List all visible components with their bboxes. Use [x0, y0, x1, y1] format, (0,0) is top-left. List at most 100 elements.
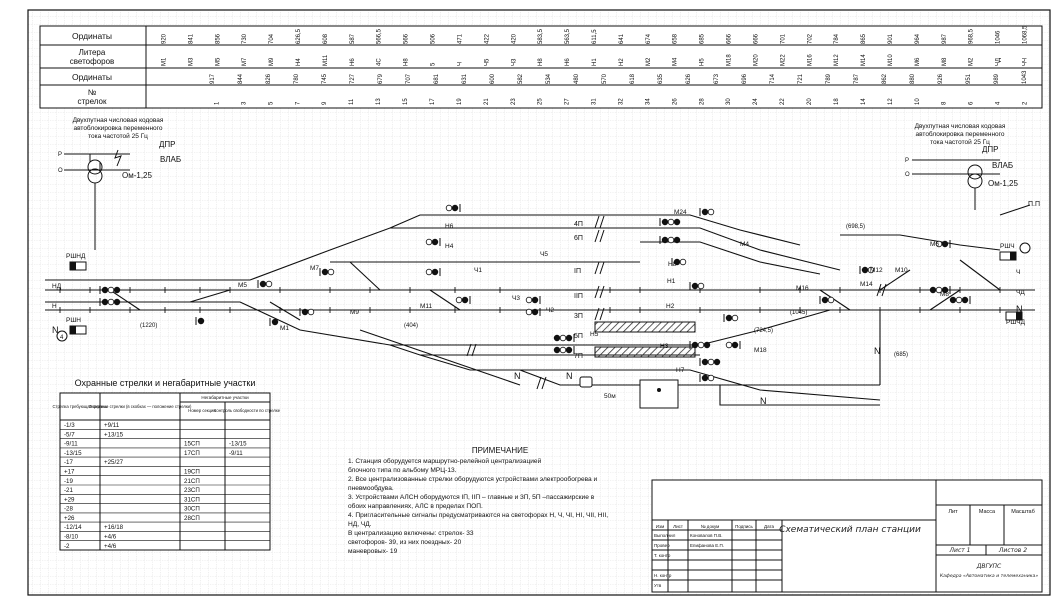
notes-title: ПРИМЕЧАНИЕ [472, 446, 528, 455]
hdr-sw-num-12: 25 [538, 98, 544, 105]
signal-label-23: М18 [754, 347, 767, 354]
signal-label-12: Н1 [667, 278, 676, 285]
hdr-sw-num-8: 17 [430, 98, 436, 105]
tb-role-1: Выполнил [654, 533, 676, 538]
tb-stage: Лит [948, 509, 958, 515]
hdr-sw-num-26: 10 [915, 98, 921, 105]
tb-org-2: Кафедра «Автоматика и телемеханика» [940, 573, 1038, 579]
switch-cell-6-0: -19 [64, 478, 74, 485]
switch-table-h3b: Номер секции [188, 408, 216, 413]
break-mark-2 [594, 261, 605, 275]
hdr-sw-ord-1: 844 [238, 73, 244, 84]
signal-28 [699, 208, 715, 216]
hdr-sw-ord-27: 951 [966, 73, 972, 84]
exhaust-n-3: N [566, 371, 573, 381]
signal-19 [689, 341, 711, 349]
tb-org-1: ДВГУПС [976, 563, 1002, 570]
signal-label-17: Ч1 [474, 267, 482, 274]
signal-label-0: НД [52, 283, 62, 290]
hdr-sw-ord-4: 745 [322, 73, 328, 84]
hdr-sig-letter-12: Ч5 [484, 58, 490, 66]
hdr-sig-ord-22: 666 [754, 33, 760, 44]
hdr-sig-letter-13: Ч3 [511, 58, 517, 66]
hdr-sig-letter-7: H6 [350, 58, 356, 66]
switch-cell-5-0: +17 [64, 469, 75, 476]
track-name-6p: 6П [574, 235, 583, 242]
hdr-sig-letter-24: M16 [807, 54, 813, 66]
hdr-sig-ord-20: 685 [700, 33, 706, 44]
power-right-dpr: ДПР [982, 145, 999, 154]
hdr-sw-num-20: 24 [753, 98, 759, 105]
signal-label-19: Ч2 [546, 307, 554, 314]
hdr-sig-ord-1: 841 [188, 33, 194, 44]
switch-cell-1-1: +13/15 [104, 431, 124, 438]
signal-23 [929, 286, 951, 294]
hdr-sw-num-22: 20 [807, 98, 813, 105]
signal-label-6: М11 [420, 303, 433, 310]
hdr-sig-letter-25: M12 [834, 54, 840, 66]
hdr-sig-letter-18: M2 [646, 57, 652, 66]
power-right-o: О [905, 172, 910, 178]
signal-21 [699, 374, 715, 382]
hdr-sw-ord-14: 570 [602, 73, 608, 84]
switch-cell-9-0: -28 [64, 506, 74, 513]
coord-2: (404) [404, 323, 418, 329]
hdr-sw-ord-16: 635 [658, 73, 664, 84]
hdr-sig-ord-18: 674 [646, 33, 652, 44]
signal-label-8: Н6 [445, 223, 454, 230]
end-rshn: РШН [66, 317, 81, 324]
hdr-sw-ord-19: 696 [742, 73, 748, 84]
track-name-7p: 7П [574, 353, 583, 360]
hdr-sw-ord-10: 600 [490, 73, 496, 84]
hdr-sw-num-30: 2 [1023, 101, 1029, 105]
signal-label-29: М4 [740, 241, 749, 248]
hdr-sig-ord-25: 784 [834, 33, 840, 44]
hdr-sw-num-13: 27 [565, 98, 571, 105]
hdr-sig-letter-2: M5 [215, 57, 221, 66]
note-line-10: маневровых- 19 [348, 548, 398, 555]
hdr-row-switches-2: стрелок [77, 97, 107, 106]
tb-lbl-date: Дата [764, 524, 774, 529]
break-mark-4 [594, 307, 605, 321]
signal-8 [425, 268, 441, 276]
hdr-sig-ord-0: 920 [162, 33, 168, 44]
hdr-sw-num-2: 5 [268, 101, 274, 105]
signal-label-5: М9 [350, 309, 359, 316]
switch-table-h3c: Контроль свободности по стрелке [214, 408, 281, 413]
tb-lbl-doc: № докум [701, 524, 720, 529]
break-mark-6 [536, 376, 547, 390]
hdr-sig-ord-19: 658 [673, 33, 679, 44]
power-left-vlab: ВЛАБ [160, 155, 181, 164]
signal-label-24: М24 [674, 209, 687, 216]
signal-label-7: Н4 [445, 243, 454, 250]
track-name-4p: 4П [574, 221, 583, 228]
hdr-sig-ord-2: 856 [215, 33, 221, 44]
hdr-sw-ord-7: 707 [406, 73, 412, 84]
note-line-6: 4. Пригласительные сигналы предусматрива… [348, 512, 608, 519]
hdr-sw-num-9: 19 [457, 98, 463, 105]
hdr-sig-ord-30: 968,5 [969, 28, 975, 44]
exhaust-markers: N N N N N N [52, 304, 1023, 406]
hdr-sig-ord-12: 422 [484, 33, 490, 44]
hdr-sw-num-5: 11 [349, 98, 355, 105]
hdr-sig-letter-0: M1 [162, 57, 168, 66]
signal-label-21: М14 [860, 281, 873, 288]
notes: ПРИМЕЧАНИЕ 1. Станция оборудуется маршру… [348, 446, 608, 555]
hdr-sig-letter-16: H1 [592, 58, 598, 66]
tb-name-2: Епифанова Е.П. [690, 543, 724, 548]
hdr-sig-letter-29: M8 [942, 57, 948, 66]
hdr-sw-num-29: 4 [996, 101, 1002, 105]
exhaust-n-4: N [760, 396, 767, 406]
signal-label-26: М6 [930, 241, 939, 248]
signal-label-2: М1 [280, 325, 289, 332]
track-4p [560, 227, 841, 271]
signal-label-4: М7 [310, 265, 319, 272]
signal-17 [689, 282, 705, 290]
hdr-sw-ord-20: 714 [770, 73, 776, 84]
power-left-o: О [58, 168, 63, 174]
signal-label-10: Н3 [660, 343, 669, 350]
signal-label-3: М5 [238, 282, 247, 289]
line-ends: РШНД РШН 4 РШЧ РШЧД [56, 242, 1031, 342]
